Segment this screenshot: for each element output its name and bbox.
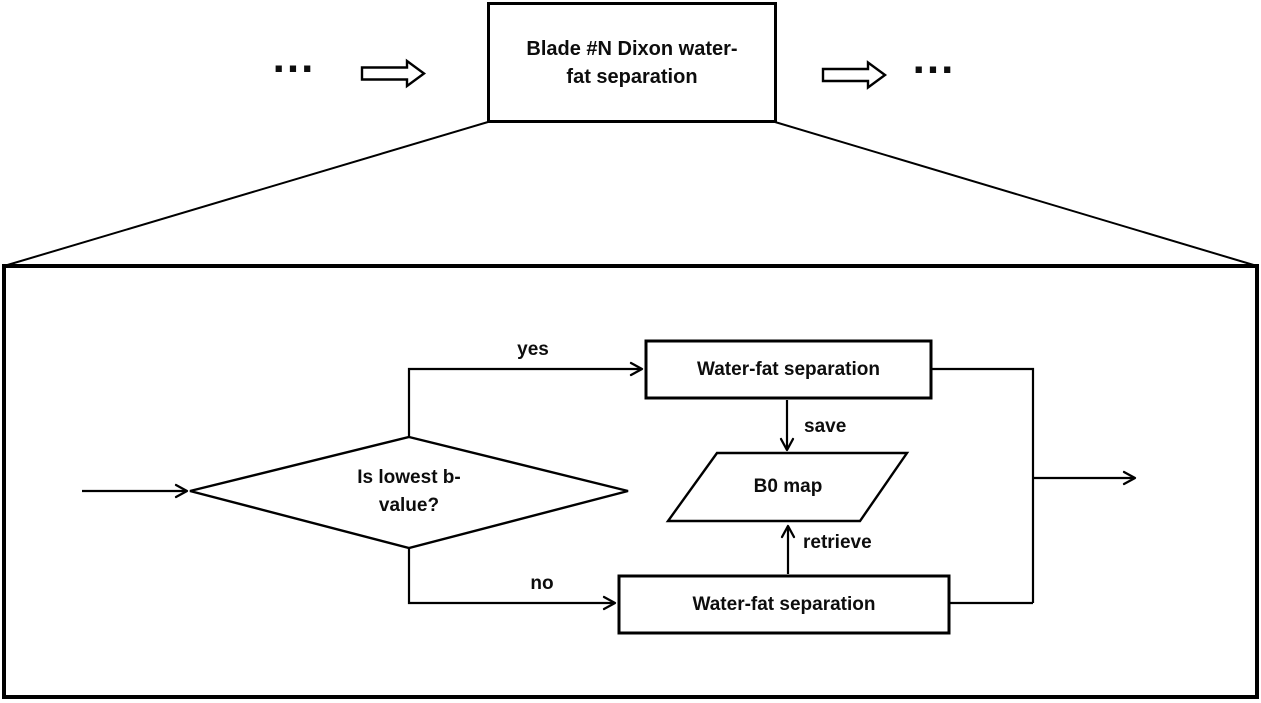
process-top-label: Water-fat separation <box>697 358 880 380</box>
b0-map-label: B0 map <box>753 476 823 498</box>
process-bottom-box <box>617 574 951 635</box>
zoom-callout-line-right <box>774 121 1258 267</box>
overview-ellipsis-right: ... <box>912 34 956 83</box>
overview-arrow-left-icon <box>360 58 427 89</box>
decision-label-line1: Is lowest b- <box>357 467 461 489</box>
process-bottom-label: Water-fat separation <box>692 593 876 615</box>
blade-dixon-process-box <box>487 2 777 123</box>
overview-ellipsis-left: ... <box>272 33 316 82</box>
b0-map-parallelogram <box>665 451 910 523</box>
no-label: no <box>530 573 554 595</box>
yes-edge <box>407 361 644 437</box>
blade-dixon-process-label-line2: fat separation <box>566 66 698 88</box>
overview-arrow-right-icon <box>821 60 888 90</box>
save-label: save <box>804 416 847 438</box>
zoom-callout-line-left <box>3 121 489 267</box>
decision-label: Is lowest b- value? <box>309 459 509 525</box>
retrieve-label: retrieve <box>803 532 872 554</box>
decision-label-line2: value? <box>378 495 440 516</box>
process-top-box <box>644 339 933 400</box>
blade-dixon-process-label: Blade #N Dixon water- fat separation <box>488 4 776 122</box>
merge-line-top-connector <box>932 367 1035 603</box>
blade-dixon-process-label-line1: Blade #N Dixon water- <box>526 38 738 60</box>
no-edge <box>407 548 617 611</box>
yes-label: yes <box>517 339 549 361</box>
